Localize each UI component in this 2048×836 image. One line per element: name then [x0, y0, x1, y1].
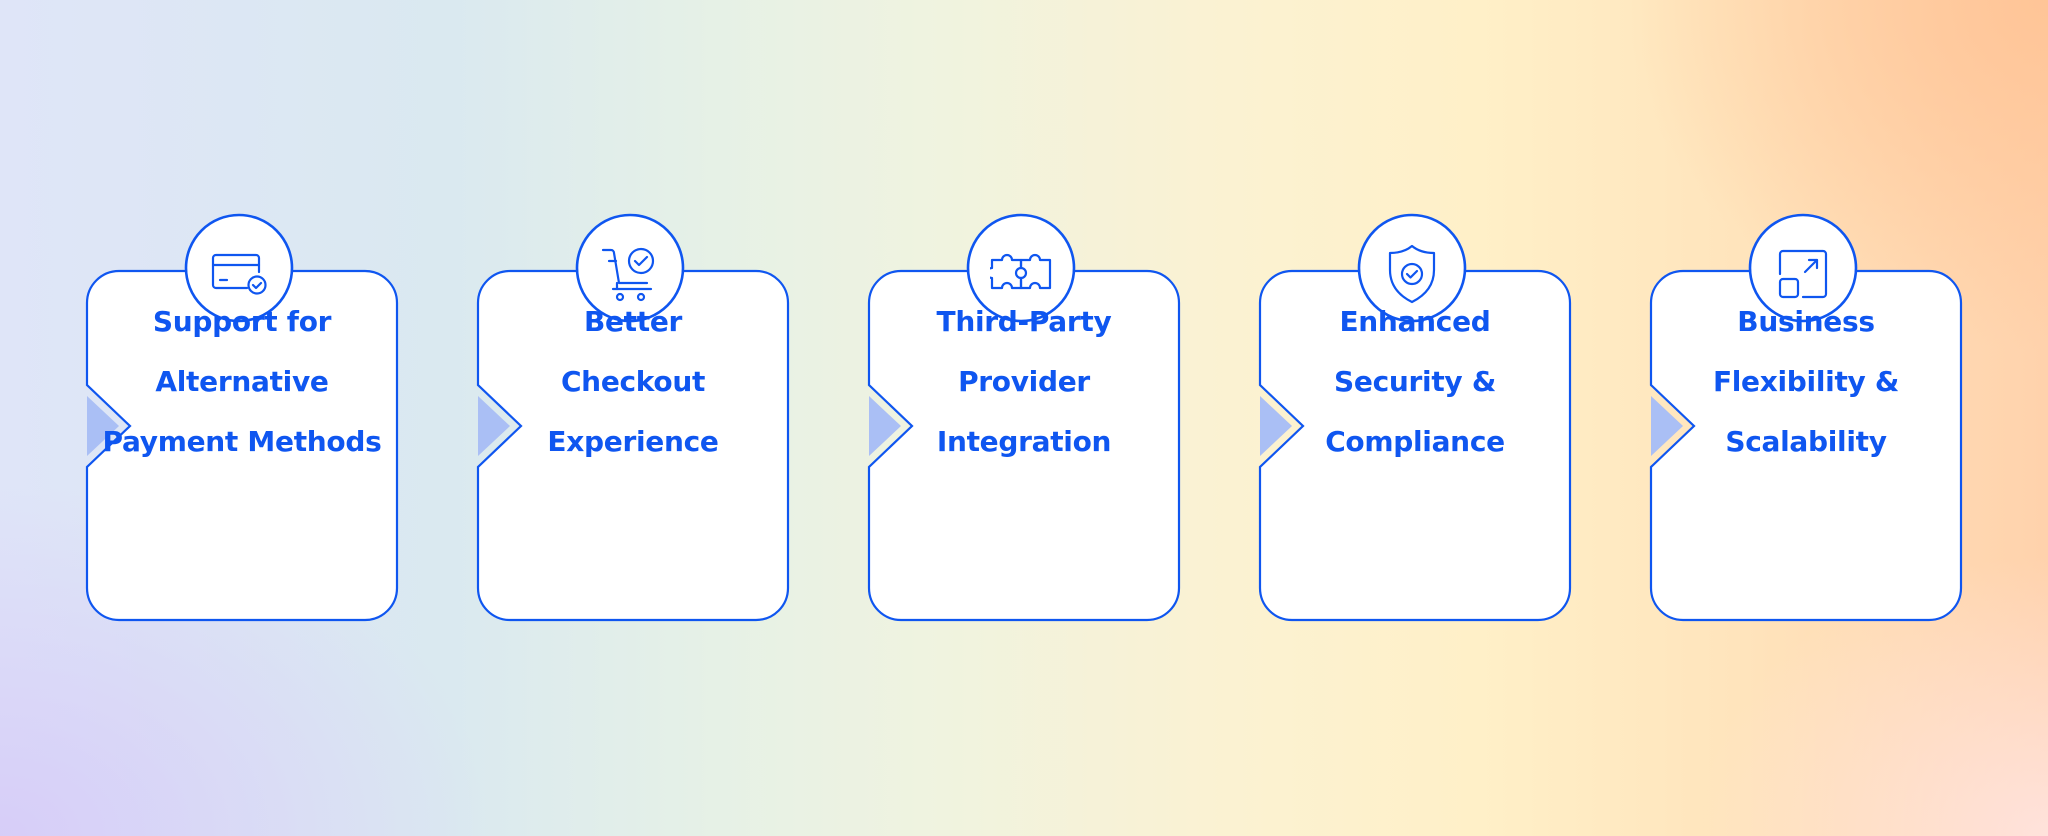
card-title: Third-Party Provider Integration — [899, 292, 1149, 472]
card-frame — [1649, 213, 1963, 622]
card-title-line: Flexibility & — [1712, 365, 1900, 398]
feature-card-security-compliance: Enhanced Security & Compliance — [1252, 206, 1572, 626]
card-title-line: Better — [583, 305, 683, 338]
card-title: Business Flexibility & Scalability — [1681, 292, 1931, 472]
card-title-line: Experience — [547, 425, 719, 458]
card-title: Support for Alternative Payment Methods — [103, 292, 382, 472]
feature-card-third-party-integration: Third-Party Provider Integration — [861, 206, 1181, 626]
card-title-line: Integration — [936, 425, 1112, 458]
card-frame — [1258, 213, 1572, 622]
arrow-triangle — [869, 396, 901, 456]
scale-expand-icon — [1767, 238, 1839, 310]
card-frame — [85, 213, 399, 622]
card-title-line: Payment Methods — [102, 425, 382, 458]
arrow-triangle — [1651, 396, 1683, 456]
credit-card-check-icon — [203, 238, 275, 310]
card-title-line: Scalability — [1725, 425, 1887, 458]
card-frame — [867, 213, 1181, 622]
card-title: Enhanced Security & Compliance — [1290, 292, 1540, 472]
card-title-line: Checkout — [560, 365, 706, 398]
card-title-line: Support for — [152, 305, 332, 338]
feature-card-better-checkout: Better Checkout Experience — [470, 206, 790, 626]
card-title-line: Third-Party — [936, 305, 1112, 338]
card-title-line: Compliance — [1325, 425, 1505, 458]
card-title-line: Alternative — [155, 365, 329, 398]
card-title-line: Security & — [1334, 365, 1496, 398]
card-title-line: Enhanced — [1339, 305, 1491, 338]
feature-card-flexibility-scalability: Business Flexibility & Scalability — [1643, 206, 1963, 626]
shield-check-icon — [1376, 238, 1448, 310]
card-title: Better Checkout Experience — [508, 292, 758, 472]
arrow-triangle — [478, 396, 510, 456]
card-title-line: Business — [1737, 305, 1875, 338]
arrow-triangle — [1260, 396, 1292, 456]
card-frame — [476, 213, 790, 622]
card-title-line: Provider — [958, 365, 1090, 398]
puzzle-pieces-icon — [985, 238, 1057, 310]
arrow-triangle — [87, 396, 119, 456]
shopping-cart-check-icon — [594, 238, 666, 310]
feature-card-alternative-payments: Support for Alternative Payment Methods — [79, 206, 399, 626]
